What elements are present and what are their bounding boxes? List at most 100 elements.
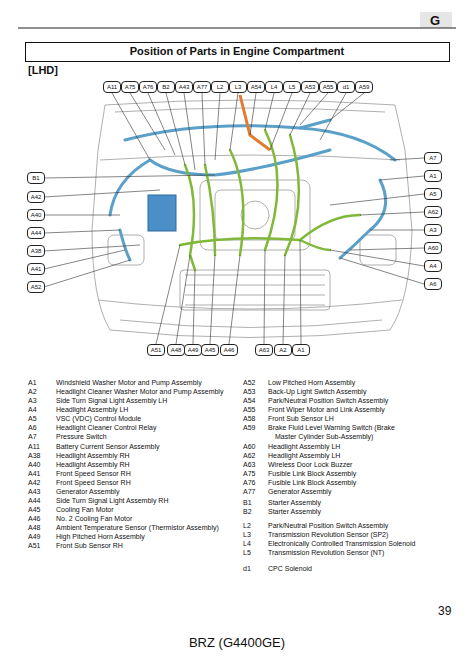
callout-number: A76 [139,81,157,93]
callout-text: A40 [30,211,42,219]
legend-text: Side Turn Signal Light Assembly RH [56,496,168,505]
legend-text: A2 [28,387,37,396]
legend-text: A3 [28,396,37,405]
legend-text: A63 [243,460,255,469]
callout-text: A1 [427,172,439,180]
callout-text: A59 [358,83,370,91]
legend-text: Generator Assembly [56,487,119,496]
callout-number: A75 [121,81,139,93]
callout-text: A6 [427,280,439,288]
legend-text: A41 [28,469,40,478]
legend-text: A43 [28,487,40,496]
legend-text: Starter Assembly [268,498,321,507]
callout-number: A62 [424,206,442,218]
callout-text: A53 [304,83,316,91]
callout-text: A2 [277,346,289,354]
legend-text: Low Pitched Horn Assembly [268,378,355,387]
callout-text: B2 [160,83,172,91]
callout-text: A49 [187,346,199,354]
callout-text: A45 [204,346,216,354]
battery [148,195,176,231]
page-number: 39 [438,604,451,618]
callout-number: B1 [27,172,45,184]
legend-text: L2 [243,521,251,530]
callout-number: A63 [255,344,273,356]
legend-text: A1 [28,378,37,387]
legend-text: A62 [243,451,255,460]
legend-text: Fusible Link Block Assembly [268,478,356,487]
callout-text: A42 [30,193,42,201]
callout-number: A3 [424,224,442,236]
callout-text: A48 [170,346,182,354]
variant-label: [LHD] [28,64,58,76]
legend-text: Front Speed Sensor RH [56,469,131,478]
callout-number: A7 [424,152,442,164]
legend-text: Headlight Cleaner Washer Motor and Pump … [56,387,223,396]
legend-text: Headlight Cleaner Control Relay [56,423,156,432]
legend-text: A75 [243,469,255,478]
callout-text: L2 [214,83,226,91]
orange-harness [240,95,270,150]
title-text: Position of Parts in Engine Compartment [26,43,449,59]
callout-number: A52 [27,281,45,293]
legend-text: Pressure Switch [56,432,107,441]
callout-text: A62 [427,208,439,216]
callout-text: A38 [30,247,42,255]
callout-text: A75 [124,83,136,91]
callout-text: A5 [427,190,439,198]
legend-text: A58 [243,414,255,423]
callout-number: B2 [157,81,175,93]
legend-text: Battery Current Sensor Assembly [56,442,160,451]
callout-number: A1 [292,344,310,356]
callout-number: A2 [274,344,292,356]
legend-text: Park/Neutral Position Switch Assembly [268,396,388,405]
legend-text: High Pitched Horn Assembly [56,532,145,541]
callout-number: L5 [283,81,301,93]
legend-text: Park/Neutral Position Switch Assembly [268,521,388,530]
callout-text: L5 [286,83,298,91]
callout-text: B1 [30,174,42,182]
legend-text: A42 [28,478,40,487]
legend-text: A51 [28,541,40,550]
legend-text: Cooling Fan Motor [56,505,114,514]
callout-number: A6 [424,278,442,290]
legend-text: L3 [243,530,251,539]
callout-number: A45 [201,344,219,356]
callout-number: A11 [103,81,121,93]
legend-text: Front Sub Sensor RH [56,541,123,550]
legend-text: L4 [243,539,251,548]
legend-text: Headlight Assembly LH [268,442,340,451]
legend-text: A52 [243,378,255,387]
callout-text: A41 [30,265,42,273]
callout-number: A59 [355,81,373,93]
callout-text: A52 [30,283,42,291]
leader-lines [44,93,424,344]
callout-text: A11 [106,83,118,91]
legend-text: Wireless Door Lock Buzzer [268,460,352,469]
legend-text: B1 [243,498,252,507]
legend-text: A7 [28,432,37,441]
callout-text: A55 [322,83,334,91]
callout-number: A43 [175,81,193,93]
callout-number: A38 [27,245,45,257]
legend-text: Front Wiper Motor and Link Assembly [268,405,385,414]
legend-text: Side Turn Signal Light Assembly LH [56,396,167,405]
callout-text: A60 [427,244,439,252]
callout-text: d1 [340,83,352,91]
callout-text: A46 [223,346,235,354]
callout-number: A54 [247,81,265,93]
legend-text: A44 [28,496,40,505]
legend-text: Transmission Revolution Sensor (SP2) [268,530,388,539]
callout-text: A43 [178,83,190,91]
callout-text: A54 [250,83,262,91]
legend-text: Transmission Revolution Sensor (NT) [268,548,384,557]
legend-text: A53 [243,387,255,396]
legend-text: A49 [28,532,40,541]
callout-number: A60 [424,242,442,254]
legend-text: A60 [243,442,255,451]
legend-text: Front Sub Sensor LH [268,414,334,423]
legend-text: A5 [28,414,37,423]
title-box: Position of Parts in Engine Compartment [25,42,450,62]
callout-number: A5 [424,188,442,200]
